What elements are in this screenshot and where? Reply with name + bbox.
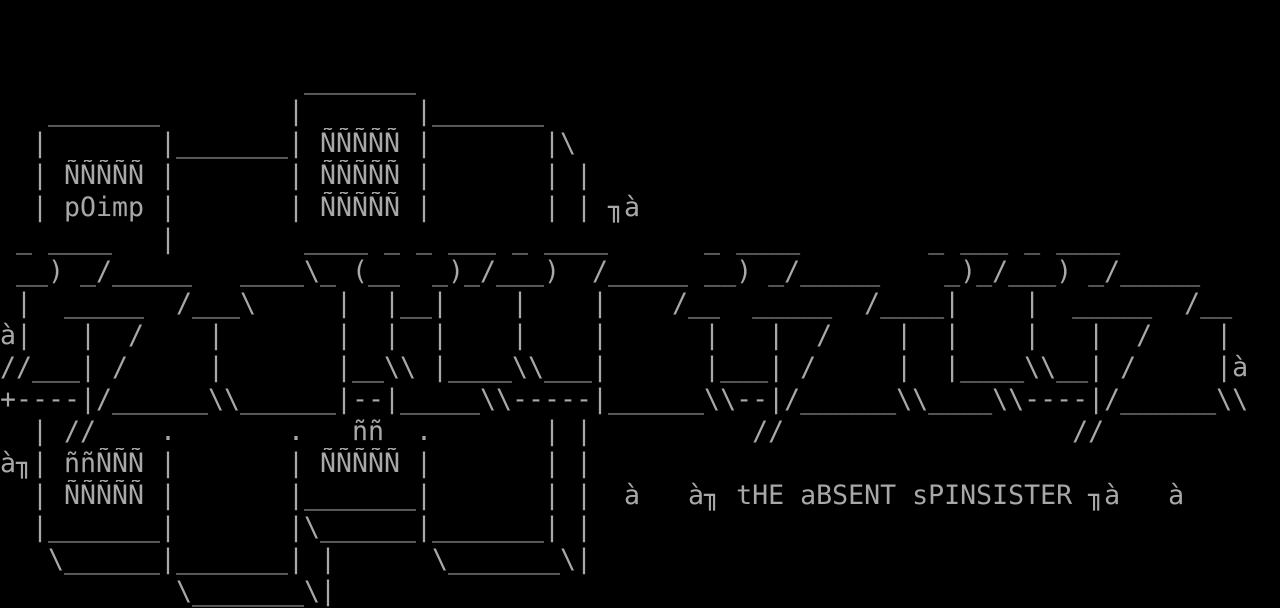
ascii-line-3: _______ | |_______ <box>0 96 545 127</box>
ascii-line-12: +----|/______\\______|--|_____\\-----|__… <box>0 384 1249 415</box>
ascii-line-13: | // . . ññ . | | // // <box>0 416 1105 447</box>
ascii-line-16: |_______| |\______|_______| | <box>0 512 593 543</box>
ascii-line-2: _______ <box>0 64 417 95</box>
ascii-line-14: à╖| ññÑÑÑ | | ÑÑÑÑÑ | | | <box>0 448 593 479</box>
ascii-line-7: _ ____ | ____ _ _ ___ _ ____ _ ____ _ __… <box>0 224 1121 255</box>
ascii-line-11: //___| / | |__\\ |____\\___| |___| / | |… <box>0 352 1249 383</box>
ascii-line-4: | |_______| ÑÑÑÑÑ | |\ <box>0 128 577 159</box>
ascii-line-5: | ÑÑÑÑÑ | | ÑÑÑÑÑ | | | <box>0 160 593 191</box>
ascii-line-15-title: | ÑÑÑÑÑ | |_______| | | à à╖ tHE aBSENT … <box>0 480 1185 511</box>
ascii-line-0 <box>0 0 1280 32</box>
ascii-line-1 <box>0 32 1280 64</box>
ascii-line-17: \______|_______| | \_______\| <box>0 544 593 575</box>
ascii-line-6: | pOimp | | ÑÑÑÑÑ | | | ╖à <box>0 192 641 223</box>
ascii-line-9: | _____ /___\ | |__| | | /__ _____ /____… <box>0 288 1233 319</box>
ascii-line-8: __) _/_____ ____\_ (__ _)_/___) /_____ _… <box>0 256 1201 287</box>
ascii-line-18: \_______\| <box>0 576 337 607</box>
ascii-line-10: à| | / | | | | | | | | / | | | | / | <box>0 320 1233 351</box>
